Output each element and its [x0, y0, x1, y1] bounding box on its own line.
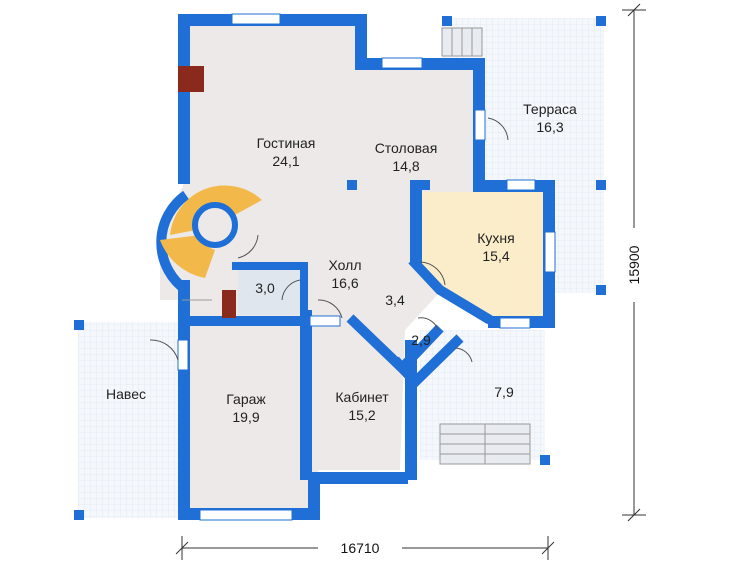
- porch-area-label: 7,9: [494, 384, 514, 400]
- canopy-name: Навес: [106, 386, 146, 402]
- room-labels: Гостиная 24,1 Столовая 14,8 Терраса 16,3…: [106, 101, 577, 425]
- kitchen-area: 15,4: [482, 248, 509, 264]
- width-dimension: 16710: [341, 540, 380, 556]
- windows: [177, 13, 556, 521]
- garage-area: 19,9: [232, 409, 259, 425]
- office-area: 15,2: [348, 407, 375, 423]
- dining-area: 14,8: [392, 158, 419, 174]
- floors: [160, 22, 543, 510]
- dimension-lines: 16710 15900: [175, 3, 646, 560]
- garage-name: Гараж: [226, 391, 266, 407]
- terrace-side-area: [555, 188, 604, 293]
- living-area: 24,1: [272, 153, 299, 169]
- bath-area: 3,0: [255, 280, 275, 296]
- steps: [182, 27, 531, 465]
- main-floor: [160, 22, 543, 510]
- hall-area: 16,6: [331, 275, 358, 291]
- doors: [149, 117, 509, 363]
- kitchen-floor: [418, 192, 543, 318]
- terrace-area: 16,3: [536, 119, 563, 135]
- posts: [74, 16, 606, 520]
- height-dimension: 15900: [626, 245, 642, 284]
- chimneys: [178, 66, 236, 318]
- corridor-area: 3,4: [385, 292, 405, 308]
- dining-name: Столовая: [375, 140, 438, 156]
- canopy-area: [78, 322, 181, 518]
- hall-name: Холл: [329, 257, 362, 273]
- terrace-name: Терраса: [523, 101, 577, 117]
- spiral-stair: [160, 185, 262, 278]
- living-name: Гостиная: [257, 135, 316, 151]
- office-name: Кабинет: [335, 389, 389, 405]
- wc-area: 2,9: [411, 332, 431, 348]
- kitchen-name: Кухня: [477, 230, 514, 246]
- column-marker: [347, 180, 357, 190]
- bath-floor: [238, 270, 300, 315]
